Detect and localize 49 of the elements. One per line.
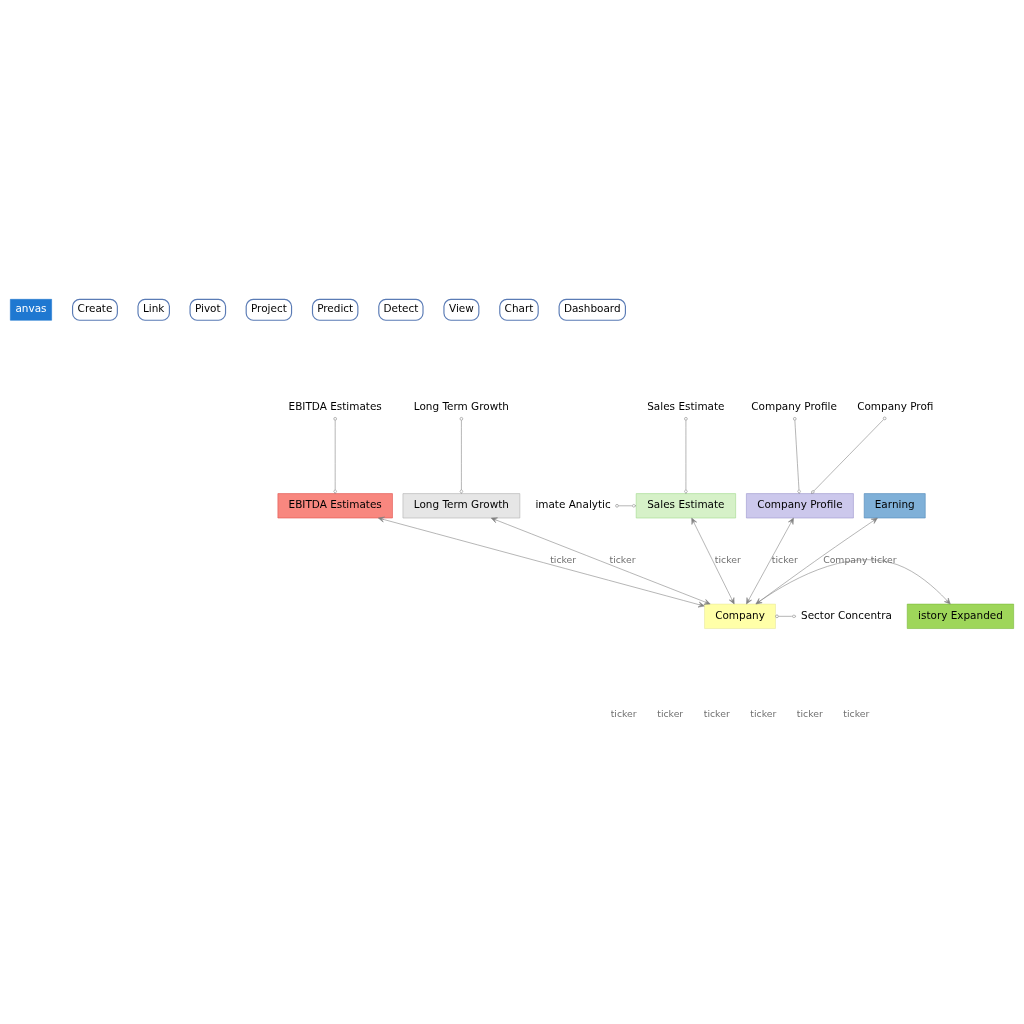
connector xyxy=(793,416,801,494)
label: ticker xyxy=(703,707,730,719)
arrow xyxy=(755,517,878,604)
arrow xyxy=(378,516,705,607)
arrow xyxy=(755,558,951,604)
label: ticker xyxy=(657,707,684,719)
node-box: istory Expanded xyxy=(906,603,1014,629)
arrow xyxy=(746,517,794,604)
connector xyxy=(775,614,797,618)
node-box: EBITDA Estimates xyxy=(277,492,393,518)
edge-label: ticker xyxy=(714,553,741,565)
node-box: Long Term Growth xyxy=(402,492,521,518)
label: Predict xyxy=(317,301,354,314)
label: ticker xyxy=(610,707,637,719)
label: anvas xyxy=(15,301,47,314)
node-box: Company xyxy=(704,603,776,629)
edge-label: ticker xyxy=(870,553,897,565)
connector xyxy=(811,416,887,494)
label: ticker xyxy=(796,707,823,719)
connector xyxy=(333,416,337,494)
label: ticker xyxy=(750,707,777,719)
node-text: EBITDA Estimates xyxy=(288,398,382,411)
label: Chart xyxy=(504,301,534,314)
edge-label: ticker xyxy=(771,553,798,565)
label: Dashboard xyxy=(563,301,621,314)
arrow xyxy=(490,517,711,605)
connector xyxy=(615,503,637,507)
label: Detect xyxy=(383,301,419,314)
label: Pivot xyxy=(194,301,221,314)
label: ticker xyxy=(843,707,870,719)
node-text: Long Term Growth xyxy=(413,398,509,411)
node-text: Company Profi xyxy=(857,398,934,411)
node-box: Sales Estimate xyxy=(635,492,736,518)
connector xyxy=(459,416,464,494)
label: Create xyxy=(77,301,113,314)
label: Link xyxy=(142,301,165,314)
node-text: imate Analytic xyxy=(535,497,611,510)
arrow xyxy=(691,517,735,604)
node-box: Company Profile xyxy=(746,492,854,518)
edge-label: ticker xyxy=(550,553,577,565)
node-text: Company Profile xyxy=(751,398,837,411)
node-box: Earning xyxy=(863,492,926,518)
label: View xyxy=(448,301,474,314)
label: Project xyxy=(250,301,287,314)
edge-label: ticker xyxy=(609,553,636,565)
node-text: Sector Concentra xyxy=(801,608,892,621)
connector xyxy=(684,416,688,494)
edge-label: Company xyxy=(823,553,868,565)
node-text: Sales Estimate xyxy=(647,398,725,411)
